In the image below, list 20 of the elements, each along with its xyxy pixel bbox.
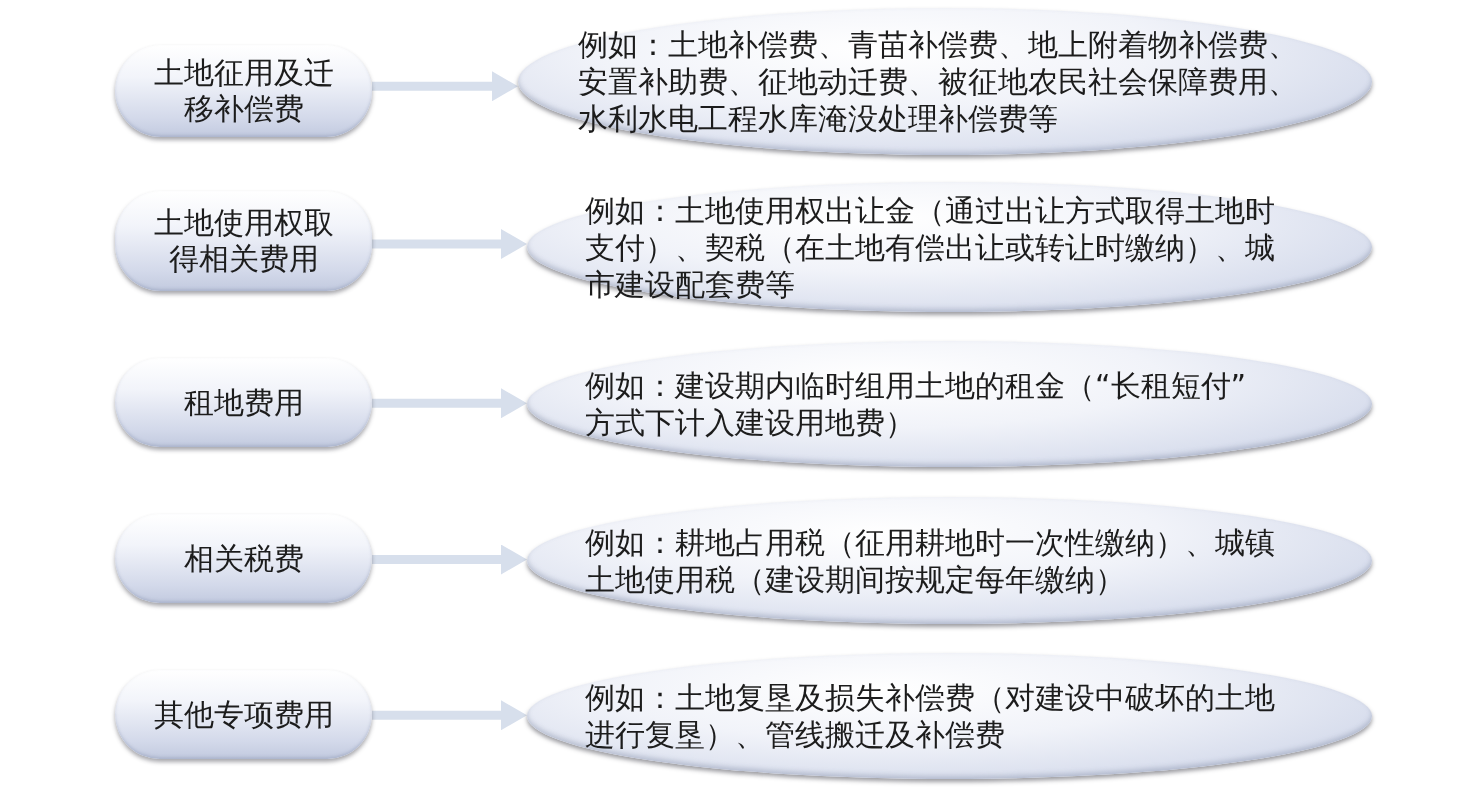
category-pill <box>115 670 372 759</box>
arrow <box>372 700 527 731</box>
arrow <box>372 71 518 102</box>
category-label: 租地费用 <box>182 384 305 421</box>
category-label: 其他专项费用 <box>152 696 335 733</box>
arrow <box>372 229 527 259</box>
arrow <box>372 544 527 575</box>
arrow <box>372 388 527 419</box>
category-label: 土地使用权取得相关费用 <box>152 205 335 277</box>
category-pill <box>115 358 372 447</box>
example-text: 例如：耕地占用税（征用耕地时一次性缴纳）、城镇土地使用税（建设期间按规定每年缴纳） <box>585 523 1276 598</box>
example-text: 例如：土地补偿费、青苗补偿费、地上附着物补偿费、安置补助费、征地动迁费、被征地农民社会保障费用、水利水电工程水库淹没处理补偿费等 <box>578 26 1299 137</box>
category-pill <box>115 514 372 603</box>
example-text: 例如：土地使用权出让金（通过出让方式取得土地时支付）、契税（在土地有偿出让或转让时缴纳）、城市建设配套费等 <box>585 191 1276 303</box>
category-pill <box>115 45 372 137</box>
example-text: 例如：建设期内临时组用土地的租金（“长租短付”方式下计入建设用地费） <box>585 367 1248 441</box>
example-text: 例如：土地复垦及损失补偿费（对建设中破坏的土地进行复垦）、管线搬迁及补偿费 <box>585 679 1276 753</box>
category-pill <box>115 191 372 291</box>
category-label: 相关税费 <box>182 540 305 577</box>
category-label: 土地征用及迁移补偿费 <box>152 55 335 127</box>
